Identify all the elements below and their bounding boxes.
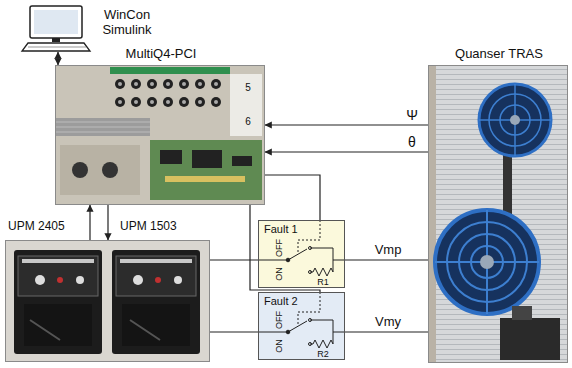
text-holder: ON (272, 254, 286, 294)
connector (89, 205, 90, 240)
computer-icon (22, 6, 90, 51)
connector (265, 124, 428, 125)
connector (57, 52, 58, 65)
port-number: 5 (244, 81, 252, 95)
text-holder: Vmp (358, 241, 418, 259)
fault-fill (258, 292, 345, 360)
text-holder: θ (382, 133, 442, 151)
text-holder: 6 (228, 115, 268, 129)
tras-photo (428, 65, 568, 363)
connector (265, 175, 320, 220)
text-holder: Quanser TRAS (429, 47, 569, 62)
switch-label: OFF (272, 310, 286, 330)
connector (265, 151, 428, 152)
switch-label: ON (272, 338, 286, 354)
connector (210, 259, 258, 260)
node-subtitle: UPM 1503 (120, 220, 177, 234)
signal-label: Vmp (373, 241, 404, 259)
connector (250, 205, 320, 292)
signal-label: θ (406, 133, 418, 151)
text-holder: Ψ (382, 106, 442, 124)
resistor-label: R2 (316, 347, 330, 361)
switch-symbol (258, 220, 345, 276)
text-holder: 5 (228, 81, 268, 95)
node-title: MultiQ4-PCI (126, 47, 197, 62)
computer-node: WinCon Simulink (24, 4, 174, 52)
fault-fill (258, 220, 345, 288)
resistor-label: R1 (316, 275, 330, 289)
node-title: Fault 1 (264, 223, 298, 236)
fault-box: Fault 2 OFF ON R2 (258, 292, 345, 360)
switch-label: OFF (272, 238, 286, 258)
node-title: Quanser TRAS (455, 47, 543, 62)
connector (345, 331, 428, 332)
text-holder: Fault 1 (264, 223, 316, 236)
text-holder: UPM 2405 (8, 220, 80, 234)
node-title: WinCon Simulink (94, 8, 160, 38)
text-holder: ON (272, 326, 286, 366)
amplifier-node: UPM 2405UPM 1503 (5, 240, 210, 362)
fault-box: Fault 1 OFF ON R1 (258, 220, 345, 288)
port-number: 6 (244, 115, 252, 129)
plant-node: Quanser TRAS (428, 65, 568, 363)
node-title: UPM 2405 (8, 220, 65, 234)
text-holder: R1 (303, 275, 343, 289)
text-holder: Fault 2 (264, 295, 316, 308)
text-holder: UPM 1503 (120, 220, 204, 234)
connector (107, 205, 108, 240)
connector (345, 259, 428, 260)
switch-label: ON (272, 266, 286, 282)
text-holder: WinCon Simulink (94, 8, 160, 38)
amplifier-photo (5, 240, 210, 362)
text-holder: MultiQ4-PCI (56, 47, 266, 62)
signal-label: Vmy (373, 313, 403, 331)
board-node: MultiQ4-PCI56 (55, 65, 265, 205)
connector (210, 331, 258, 332)
signal-label: Ψ (404, 106, 420, 124)
text-holder: Vmy (358, 313, 418, 331)
switch-symbol (258, 292, 345, 348)
node-title: Fault 2 (264, 295, 298, 308)
board-photo (55, 65, 265, 205)
text-holder: R2 (303, 347, 343, 361)
